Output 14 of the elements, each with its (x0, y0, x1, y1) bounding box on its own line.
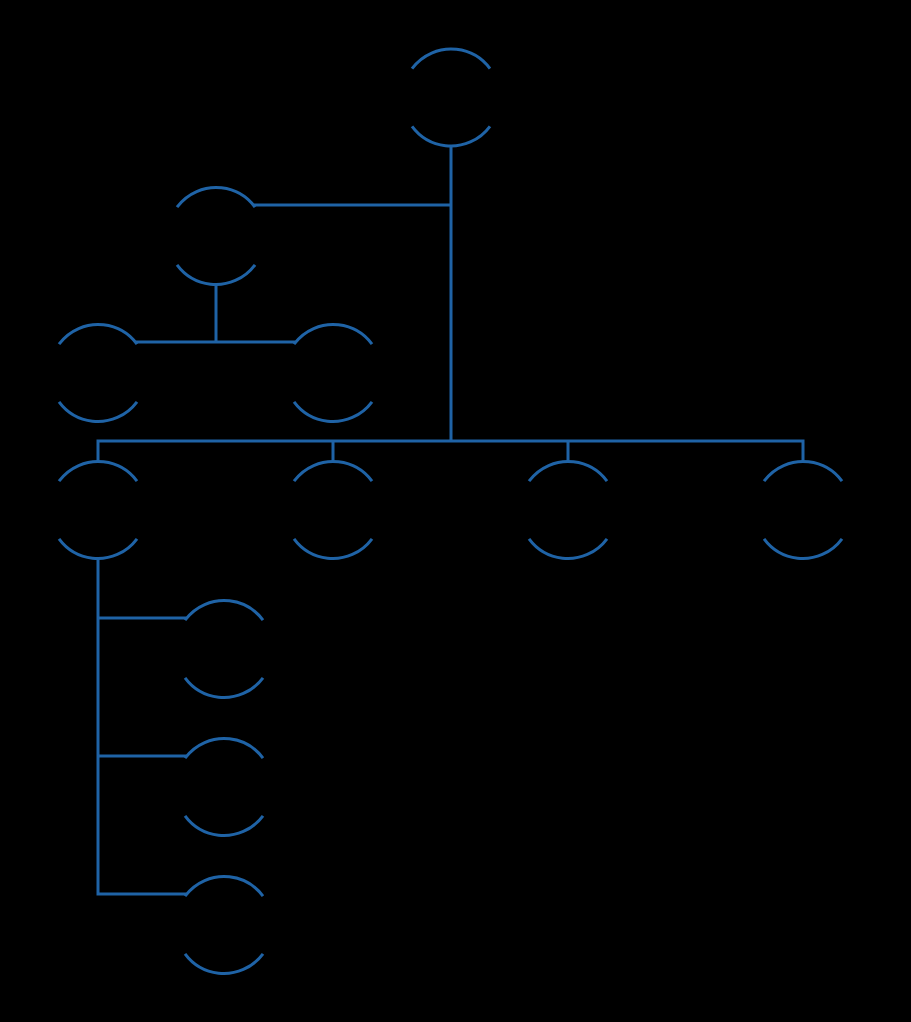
circle-node (57, 323, 139, 423)
circle-node (175, 186, 257, 286)
circle-node (527, 460, 609, 560)
connector-line (134, 283, 297, 344)
circle-node (183, 737, 265, 837)
circle-node (410, 47, 492, 148)
circle-node (762, 460, 844, 560)
circle-node (183, 875, 265, 975)
circle-node (292, 460, 374, 560)
circle-node (292, 323, 374, 423)
connector-line (96, 557, 188, 896)
circle-node (183, 599, 265, 699)
circle-node (57, 460, 139, 560)
connector-line (96, 144, 805, 463)
